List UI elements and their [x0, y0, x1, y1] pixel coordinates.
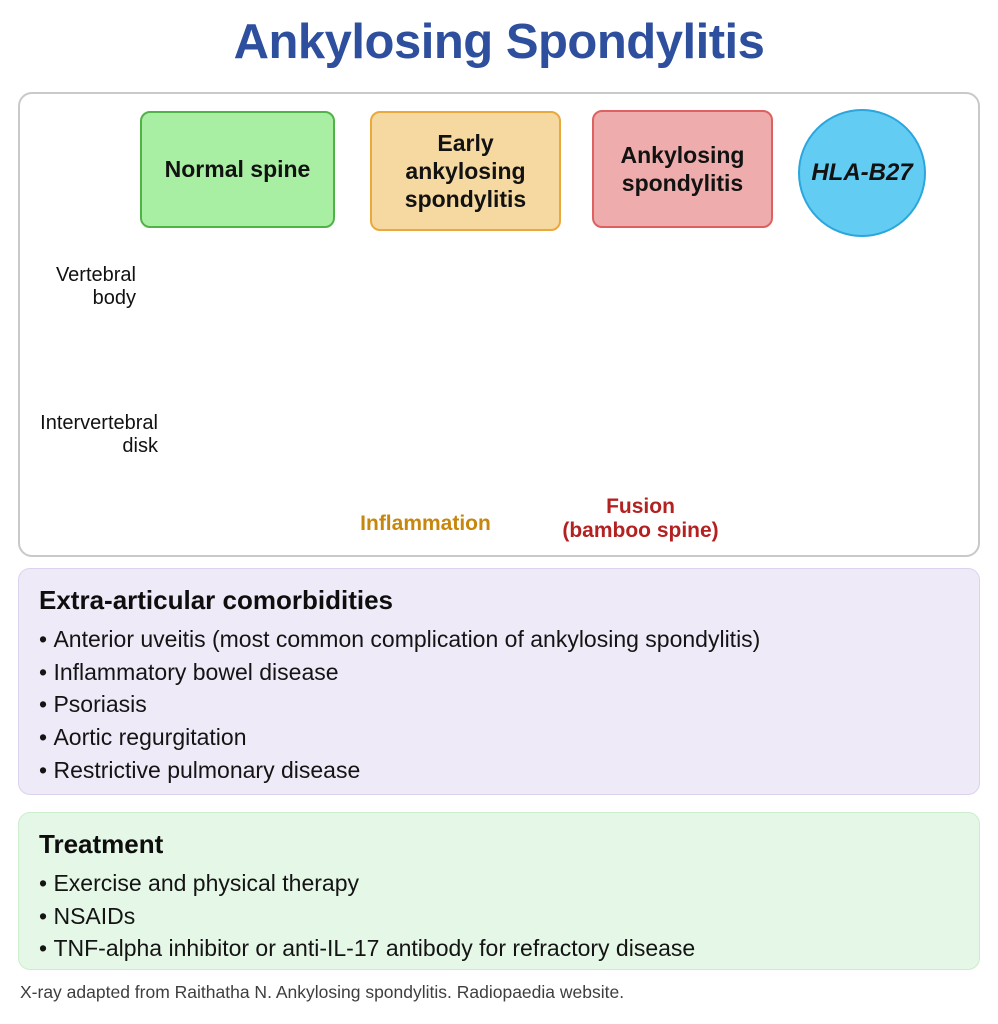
treatment-heading: Treatment [39, 829, 164, 859]
list-item: Exercise and physical therapy [39, 867, 959, 900]
list-item: Anterior uveitis (most common complicati… [39, 623, 959, 656]
list-item: Restrictive pulmonary disease [39, 754, 959, 787]
list-item: TNF-alpha inhibitor or anti-IL-17 antibo… [39, 932, 959, 965]
comorbidities-list: Anterior uveitis (most common complicati… [39, 623, 959, 786]
label-normal-spine: Normal spine [140, 111, 335, 228]
label-hla-b27-badge: HLA-B27 [798, 109, 926, 237]
fusion-label-line2: (bamboo spine) [562, 519, 719, 543]
page-title: Ankylosing Spondylitis [233, 15, 765, 69]
list-item: Psoriasis [39, 688, 959, 721]
label-ankylosing-spondylitis: Ankylosing spondylitis [592, 110, 773, 228]
fusion-label: Fusion (bamboo spine) [558, 495, 723, 543]
inflammation-label: Inflammation [360, 512, 491, 535]
list-item: NSAIDs [39, 900, 959, 933]
vertebral-body-label: Vertebral body [55, 264, 136, 309]
treatment-list: Exercise and physical therapyNSAIDsTNF-a… [39, 867, 959, 965]
intervertebral-disk-label: Intervertebral disk [40, 412, 158, 457]
list-item: Aortic regurgitation [39, 721, 959, 754]
footer-credit: X-ray adapted from Raithatha N. Ankylosi… [20, 982, 625, 1002]
treatment-panel: Treatment Exercise and physical therapyN… [18, 812, 980, 970]
comorbidities-panel: Extra-articular comorbidities Anterior u… [18, 568, 980, 795]
comorbidities-heading: Extra-articular comorbidities [39, 585, 393, 615]
label-early-ankylosing-spondylitis: Early ankylosing spondylitis [370, 111, 561, 231]
list-item: Inflammatory bowel disease [39, 656, 959, 689]
fusion-label-line1: Fusion [606, 495, 675, 518]
